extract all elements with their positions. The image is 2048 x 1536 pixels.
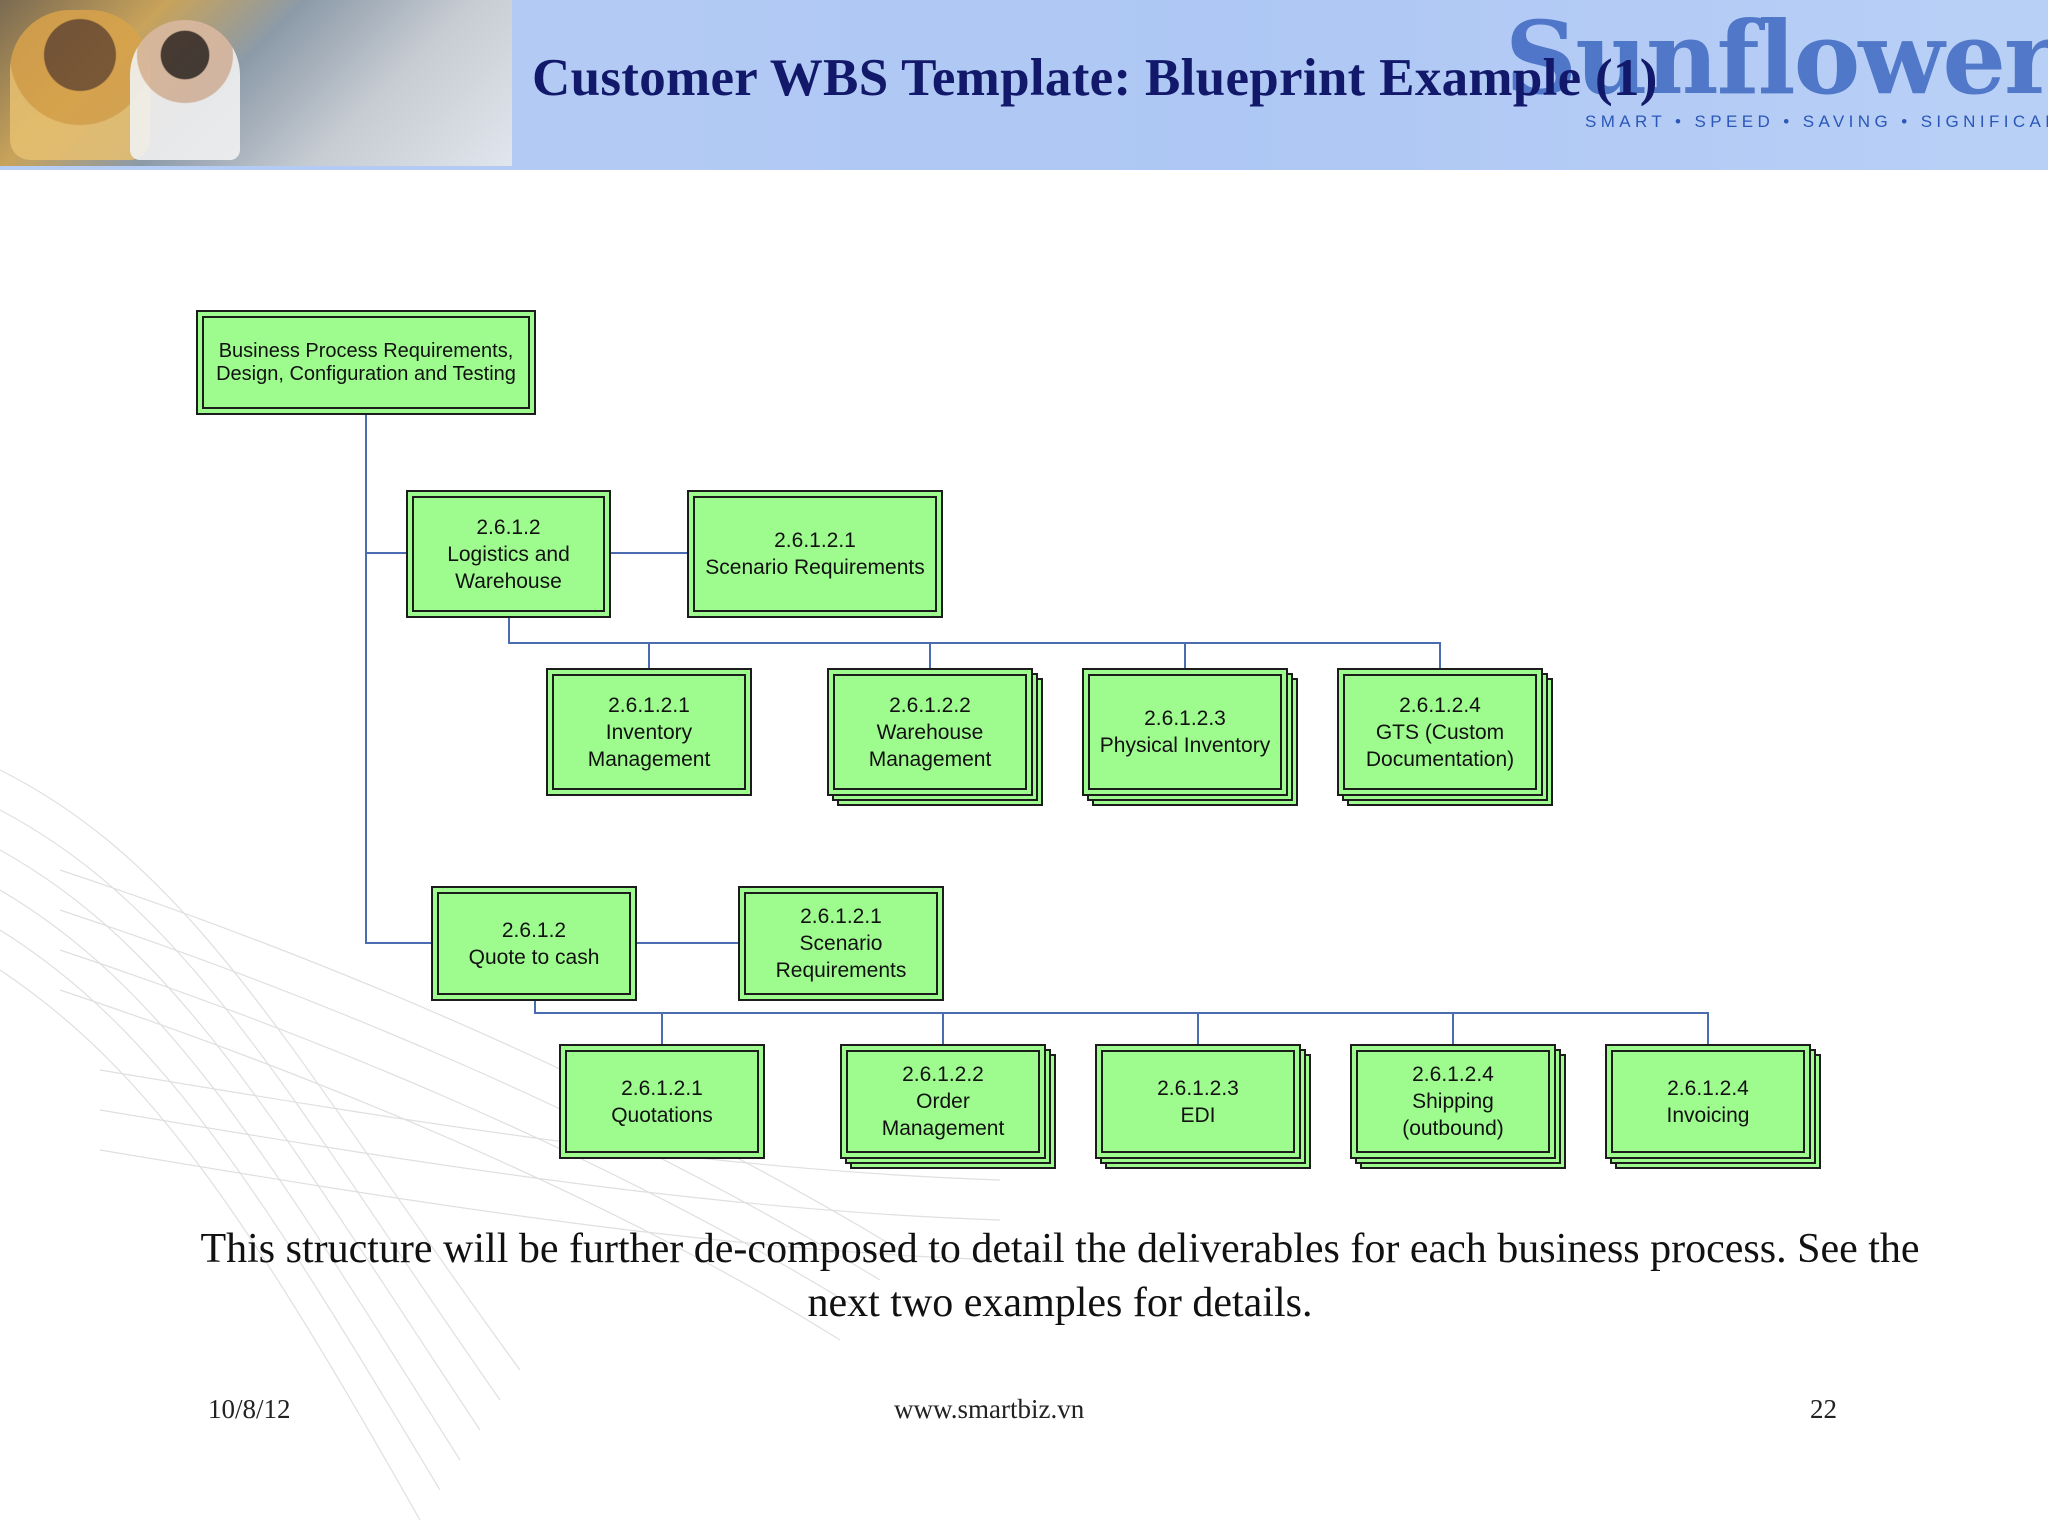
connector-quote-down bbox=[534, 998, 536, 1014]
connector-drop-inventory bbox=[648, 642, 650, 670]
wbs-node-gts-documentation: 2.6.1.2.4 GTS (Custom Documentation) bbox=[1337, 668, 1553, 806]
logistics-scenario-label: 2.6.1.2.1 Scenario Requirements bbox=[705, 529, 925, 579]
connector-logistics-bus bbox=[508, 642, 1441, 644]
inventory-management-label: 2.6.1.2.1 Inventory Management bbox=[587, 693, 711, 771]
invoicing-label: 2.6.1.2.4 Invoicing bbox=[1666, 1076, 1750, 1127]
connector-trunk-to-quote bbox=[365, 942, 432, 944]
quotations-label: 2.6.1.2.1 Quotations bbox=[611, 1076, 713, 1127]
connector-drop-invoicing bbox=[1707, 1012, 1709, 1046]
photo-person-woman bbox=[10, 10, 150, 160]
connector-drop-gts bbox=[1439, 642, 1441, 670]
warehouse-management-label: 2.6.1.2.2 Warehouse Management bbox=[868, 693, 992, 771]
logo-tagline: SMART • SPEED • SAVING • SIGNIFICANT bbox=[1585, 112, 2048, 131]
header-photo bbox=[0, 0, 512, 166]
connector-drop-edi bbox=[1197, 1012, 1199, 1046]
connector-logistics-down bbox=[508, 616, 510, 644]
footer-page-number: 22 bbox=[1810, 1394, 1837, 1424]
wbs-node-invoicing: 2.6.1.2.4 Invoicing bbox=[1605, 1044, 1821, 1169]
edi-label: 2.6.1.2.3 EDI bbox=[1157, 1076, 1239, 1127]
wbs-node-quotations: 2.6.1.2.1 Quotations bbox=[559, 1044, 765, 1159]
quote-scenario-label: 2.6.1.2.1 Scenario Requirements bbox=[775, 905, 907, 982]
shipping-outbound-label: 2.6.1.2.4 Shipping (outbound) bbox=[1402, 1063, 1504, 1140]
connector-root-trunk bbox=[365, 414, 367, 944]
wbs-node-shipping-outbound: 2.6.1.2.4 Shipping (outbound) bbox=[1350, 1044, 1566, 1169]
footer-url: www.smartbiz.vn bbox=[894, 1394, 1085, 1424]
footer-date: 10/8/12 bbox=[208, 1394, 291, 1424]
wbs-root-node: Business Process Requirements, Design, C… bbox=[196, 310, 536, 415]
connector-drop-quotations bbox=[661, 1012, 663, 1046]
wbs-node-warehouse-management: 2.6.1.2.2 Warehouse Management bbox=[827, 668, 1043, 806]
photo-person-man bbox=[130, 20, 240, 160]
connector-drop-shipping bbox=[1452, 1012, 1454, 1046]
connector-logistics-to-scenario bbox=[609, 552, 689, 554]
connector-drop-warehouse-mgmt bbox=[929, 642, 931, 670]
wbs-node-inventory-management: 2.6.1.2.1 Inventory Management bbox=[546, 668, 752, 796]
sunflower-logo: Sunflower SMART • SPEED • SAVING • SIGNI… bbox=[1465, 0, 2048, 140]
wbs-node-edi: 2.6.1.2.3 EDI bbox=[1095, 1044, 1311, 1169]
logo-text: Sunflower bbox=[1505, 0, 2048, 117]
logistics-warehouse-label: 2.6.1.2 Logistics and Warehouse bbox=[447, 515, 570, 593]
wbs-node-quote-to-cash: 2.6.1.2 Quote to cash bbox=[431, 886, 637, 1001]
connector-trunk-to-logistics bbox=[365, 552, 407, 554]
wbs-node-order-management: 2.6.1.2.2 Order Management bbox=[840, 1044, 1056, 1169]
gts-documentation-label: 2.6.1.2.4 GTS (Custom Documentation) bbox=[1365, 693, 1515, 771]
wbs-root-label: Business Process Requirements, Design, C… bbox=[216, 339, 516, 385]
connector-quote-bus bbox=[534, 1012, 1709, 1014]
wbs-node-quote-scenario: 2.6.1.2.1 Scenario Requirements bbox=[738, 886, 944, 1001]
connector-drop-physical-inventory bbox=[1184, 642, 1186, 670]
wbs-node-logistics-scenario: 2.6.1.2.1 Scenario Requirements bbox=[687, 490, 943, 618]
wbs-node-logistics-warehouse: 2.6.1.2 Logistics and Warehouse bbox=[406, 490, 611, 618]
order-management-label: 2.6.1.2.2 Order Management bbox=[881, 1063, 1005, 1140]
slide-caption: This structure will be further de-compos… bbox=[200, 1226, 1920, 1326]
quote-to-cash-label: 2.6.1.2 Quote to cash bbox=[468, 918, 600, 969]
physical-inventory-label: 2.6.1.2.3 Physical Inventory bbox=[1099, 707, 1271, 757]
header-band: Sunflower SMART • SPEED • SAVING • SIGNI… bbox=[0, 0, 2048, 170]
slide-title: Customer WBS Template: Blueprint Example… bbox=[532, 49, 1658, 107]
connector-quote-to-scenario bbox=[635, 942, 739, 944]
connector-drop-order-mgmt bbox=[942, 1012, 944, 1046]
wbs-node-physical-inventory: 2.6.1.2.3 Physical Inventory bbox=[1082, 668, 1298, 806]
background-swirl-decoration bbox=[0, 769, 1001, 1521]
